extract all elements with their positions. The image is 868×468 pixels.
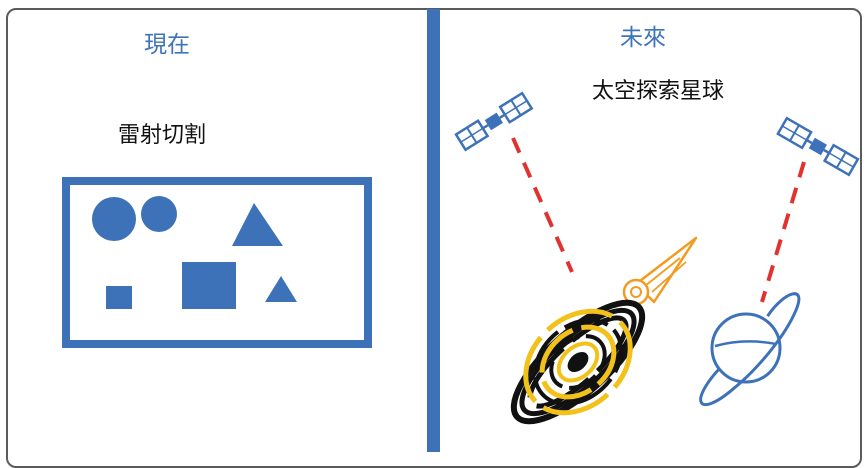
circle-shape <box>141 196 177 232</box>
satellite-icon <box>454 91 534 152</box>
triangle-shape <box>232 203 283 246</box>
present-panel: 現在 雷射切割 <box>0 0 427 452</box>
panel-divider <box>427 9 440 452</box>
laser-beam <box>760 161 806 303</box>
comet-icon <box>622 236 698 306</box>
planet-icon <box>699 292 801 407</box>
cutting-sheet-outline <box>62 177 372 348</box>
future-caption: 太空探索星球 <box>592 79 725 104</box>
laser-beam <box>511 137 574 273</box>
present-caption: 雷射切割 <box>118 123 207 148</box>
future-heading: 未來 <box>620 25 666 51</box>
satellite-icon <box>776 116 860 177</box>
space-exploration-scene <box>454 91 860 425</box>
black-hole-swirl <box>523 308 633 416</box>
square-shape <box>182 262 236 309</box>
laser-cutting-sheet <box>62 177 372 348</box>
square-shape <box>106 286 132 309</box>
triangle-shape <box>265 276 297 302</box>
present-heading: 現在 <box>144 32 190 58</box>
circle-shape <box>92 197 136 241</box>
future-panel: 未來 太空探索星球 <box>440 0 868 452</box>
